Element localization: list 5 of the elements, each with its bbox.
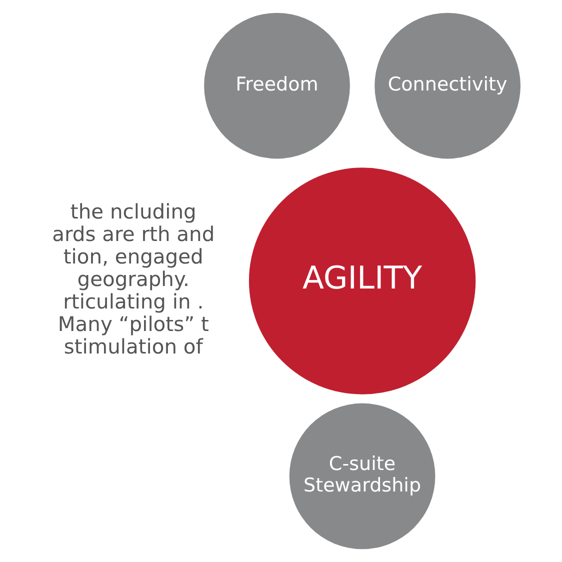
node-circle: C-suite Stewardship	[288, 403, 435, 550]
label: the ncluding ards are rth and tion, engaged geography. rticulating in . Many “pilots” t stimulation of	[52, 200, 214, 358]
node-circle: Connectivity	[374, 12, 520, 159]
node-circle: AGILITY	[248, 168, 476, 394]
node-circle: Freedom	[204, 12, 350, 159]
